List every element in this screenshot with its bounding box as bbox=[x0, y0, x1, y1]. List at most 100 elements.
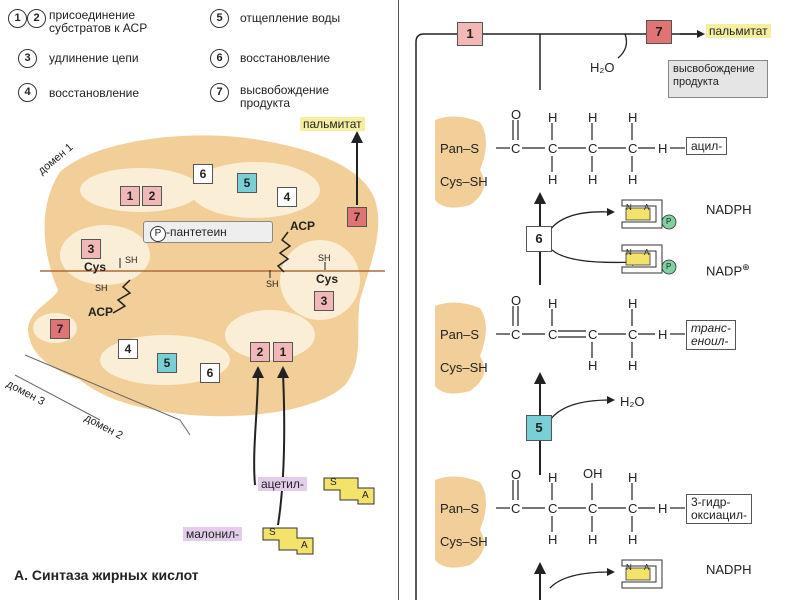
legend-text-6: восстановление bbox=[240, 51, 331, 65]
legend-text-5: отщепление воды bbox=[240, 11, 341, 25]
acp-arm-left bbox=[112, 279, 132, 314]
cys-label-left: Cys bbox=[84, 260, 107, 274]
legend-num-2: 2 bbox=[27, 9, 46, 28]
domain-bracket bbox=[24, 354, 191, 436]
top-step-7: 7 bbox=[646, 20, 672, 44]
atom-h: H bbox=[658, 327, 668, 342]
malonyl-label: малонил- bbox=[183, 527, 243, 541]
acetyl-coa-icon: S A bbox=[322, 476, 382, 505]
domain-bracket bbox=[14, 374, 101, 421]
acyl-label: ацил- bbox=[686, 137, 728, 155]
cofactor-a: A bbox=[644, 203, 650, 212]
nadph-arrow bbox=[549, 211, 611, 231]
enzyme-blob bbox=[435, 476, 486, 568]
water-out-arrow bbox=[549, 399, 611, 421]
water-out-label: H₂O bbox=[620, 394, 645, 409]
atom-h: H bbox=[548, 172, 558, 187]
nadph-label: NADPH bbox=[706, 202, 752, 217]
atom-c: C bbox=[588, 141, 598, 156]
pan-s-label: Pan–S bbox=[440, 141, 480, 156]
a-letter: A bbox=[362, 490, 369, 501]
malonyl-arrow bbox=[277, 372, 286, 526]
atom-h: H bbox=[628, 172, 638, 187]
legend-num-6: 6 bbox=[210, 49, 229, 68]
phosphate-icon: P bbox=[150, 226, 166, 242]
atom-o: O bbox=[511, 107, 522, 122]
atom-h: H bbox=[628, 110, 638, 125]
product-label-right: пальмитат bbox=[706, 24, 771, 38]
panel-divider bbox=[398, 0, 399, 600]
enzyme-diagram bbox=[14, 131, 385, 526]
nadp-arrow bbox=[549, 247, 636, 264]
sh-label: SH bbox=[318, 253, 331, 263]
atom-o: O bbox=[511, 293, 522, 308]
cofactor-a: A bbox=[644, 563, 650, 572]
step-6-box: 6 bbox=[526, 226, 552, 252]
legend-num-1: 1 bbox=[8, 9, 27, 28]
pathway-diagram bbox=[415, 30, 705, 600]
arrow-head bbox=[252, 366, 264, 378]
enoyl-label: транс- еноил- bbox=[686, 320, 736, 350]
step-box-7: 7 bbox=[347, 207, 367, 227]
sh-label: SH bbox=[95, 283, 108, 293]
cofactor-p: P bbox=[666, 217, 672, 226]
atom-h: H bbox=[548, 532, 558, 547]
atom-c: C bbox=[511, 141, 521, 156]
step-box-6: 6 bbox=[193, 164, 213, 184]
step-5-box: 5 bbox=[526, 415, 552, 441]
step-box-2b: 2 bbox=[250, 342, 270, 362]
step-box-4b: 4 bbox=[118, 339, 138, 359]
sh-label: SH bbox=[125, 255, 138, 265]
atom-h: H bbox=[588, 532, 598, 547]
nadph-cofactor-icon bbox=[621, 199, 677, 230]
arrow-head bbox=[277, 366, 289, 378]
cys-sh-label: Cys–SH bbox=[440, 360, 488, 375]
acp-arm-right bbox=[276, 231, 292, 273]
acetyl-label: ацетил- bbox=[258, 477, 307, 491]
enzyme-blob bbox=[435, 302, 486, 394]
legend-num-4: 4 bbox=[18, 83, 37, 102]
atom-c: C bbox=[511, 327, 521, 342]
panel-caption: А. Синтаза жирных кислот bbox=[14, 567, 199, 583]
nadp-label: NADP⊕ bbox=[706, 262, 750, 279]
atom-c: C bbox=[548, 141, 558, 156]
atom-h: H bbox=[548, 296, 558, 311]
step-box-5b: 5 bbox=[157, 353, 177, 373]
s-letter: S bbox=[269, 527, 276, 538]
hydroxyacyl-bonds bbox=[496, 480, 685, 532]
atom-c: C bbox=[628, 327, 638, 342]
nadph-label-2: NADPH bbox=[706, 562, 752, 577]
step-box-5: 5 bbox=[237, 173, 257, 193]
cofactor-a: A bbox=[644, 248, 650, 257]
domain-patch bbox=[280, 240, 360, 320]
atom-o: O bbox=[511, 467, 522, 482]
product-label: пальмитат bbox=[300, 117, 365, 131]
atom-h: H bbox=[628, 358, 638, 373]
legend-text-1: присоединение субстратов к АСР bbox=[49, 8, 148, 35]
nadp-charge: ⊕ bbox=[742, 262, 750, 272]
malonyl-coa-icon: S A bbox=[261, 526, 321, 556]
nadph-arrow-2 bbox=[549, 571, 611, 589]
acp-label-right: АСР bbox=[290, 219, 316, 233]
atom-h: H bbox=[588, 172, 598, 187]
acetyl-coa-shape bbox=[323, 477, 375, 505]
enoyl-bonds bbox=[496, 306, 685, 358]
step-box-6b: 6 bbox=[200, 363, 220, 383]
atom-h: H bbox=[588, 110, 598, 125]
step-box-2: 2 bbox=[142, 186, 162, 206]
atom-h: H bbox=[658, 141, 668, 156]
domain-patch bbox=[80, 168, 200, 212]
legend-num-5: 5 bbox=[210, 9, 229, 28]
atom-c: C bbox=[588, 327, 598, 342]
atom-h: H bbox=[628, 296, 638, 311]
atom-h: H bbox=[588, 358, 598, 373]
arrow-head bbox=[534, 372, 546, 384]
legend-num-3: 3 bbox=[18, 49, 37, 68]
cofactor-n: N bbox=[626, 203, 632, 212]
cys-sh-label: Cys–SH bbox=[440, 534, 488, 549]
acyl-bonds bbox=[496, 120, 685, 172]
step-box-3: 3 bbox=[81, 239, 101, 259]
release-callout: высвобождение продукта bbox=[668, 60, 768, 98]
cofactor-n: N bbox=[626, 563, 632, 572]
atom-c: C bbox=[511, 501, 521, 516]
